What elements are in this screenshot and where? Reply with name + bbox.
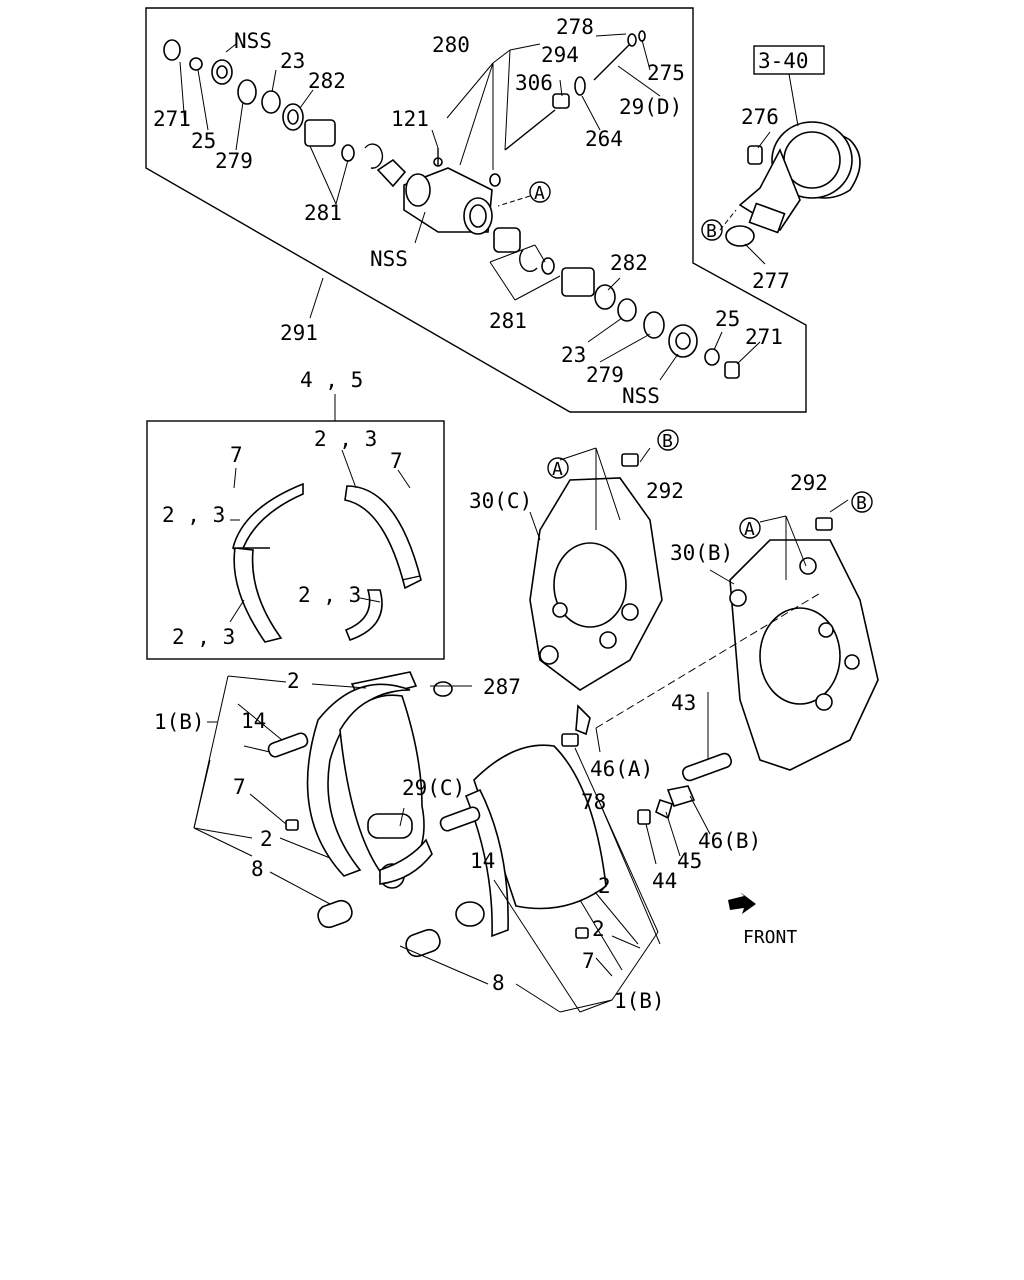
label-25b: 25 [715, 307, 740, 331]
label-277: 277 [752, 269, 790, 293]
label-a2: A [552, 459, 563, 480]
label-14a: 14 [241, 709, 266, 733]
label-278: 278 [556, 15, 594, 39]
label-b3: B [856, 493, 867, 514]
brake-shoe-right [455, 744, 607, 938]
label-292b: 292 [790, 471, 828, 495]
label-4-5: 4 , 5 [300, 368, 363, 392]
callout-circle-a3 [739, 517, 761, 539]
pins-and-bushings [267, 681, 589, 958]
label-279b: 279 [586, 363, 624, 387]
label-281b: 281 [489, 309, 527, 333]
label-46b: 46(B) [698, 829, 761, 853]
wheel-cylinder-assembly-frame [145, 7, 807, 413]
label-45: 45 [677, 849, 702, 873]
small-bolts [561, 453, 833, 825]
label-2b: 2 [260, 827, 273, 851]
label-275: 275 [647, 61, 685, 85]
label-b2: B [662, 431, 673, 452]
label-281a: 281 [304, 201, 342, 225]
wheel-cylinder-body [403, 30, 646, 235]
callout-labels: 3-40 FRONT 271 25 NSS 23 279 282 281 121… [153, 15, 867, 1013]
callout-circle-b2 [657, 429, 679, 451]
backing-plate-30c [529, 477, 663, 691]
label-271b: 271 [745, 325, 783, 349]
label-2c: 2 [598, 874, 611, 898]
label-2d: 2 [592, 917, 605, 941]
label-121: 121 [391, 107, 429, 131]
brake-shoe-left [306, 671, 433, 889]
label-29c: 29(C) [402, 776, 465, 800]
callout-circle-b3 [851, 491, 873, 513]
label-nss-a: NSS [234, 29, 272, 53]
label-23a: 23 [280, 49, 305, 73]
label-46a: 46(A) [590, 757, 653, 781]
label-2-3-b: 2 , 3 [162, 503, 225, 527]
label-23b: 23 [561, 343, 586, 367]
label-43: 43 [671, 691, 696, 715]
lining-kit-frame [146, 420, 445, 660]
label-264: 264 [585, 127, 623, 151]
label-30b: 30(B) [670, 541, 733, 565]
label-282b: 282 [610, 251, 648, 275]
label-1b-b: 1(B) [614, 989, 665, 1013]
label-276: 276 [741, 105, 779, 129]
callout-circle-b1 [701, 219, 723, 241]
brake-linings [232, 482, 422, 643]
label-7b: 7 [390, 449, 403, 473]
label-279a: 279 [215, 149, 253, 173]
callout-circle-a2 [547, 457, 569, 479]
label-2-3-d: 2 , 3 [172, 625, 235, 649]
label-a1: A [534, 183, 545, 204]
label-271a: 271 [153, 107, 191, 131]
label-280: 280 [432, 33, 470, 57]
label-2-3-a: 2 , 3 [314, 427, 377, 451]
front-label: FRONT [743, 927, 797, 948]
leader-lines-bottom [193, 675, 711, 1013]
label-14b: 14 [470, 849, 495, 873]
backing-plate-30b [729, 539, 879, 771]
label-a3: A [744, 519, 755, 540]
label-nss-c: NSS [622, 384, 660, 408]
label-282a: 282 [308, 69, 346, 93]
ref-box-label: 3-40 [758, 49, 809, 73]
front-arrow-icon [728, 892, 756, 914]
brake-chamber-part [725, 121, 861, 247]
label-1b-a: 1(B) [154, 710, 205, 734]
label-nss-b: NSS [370, 247, 408, 271]
label-292a: 292 [646, 479, 684, 503]
wheel-cylinder-lower-parts [493, 227, 740, 379]
callout-circle-a1 [529, 181, 551, 203]
label-30c: 30(C) [469, 489, 532, 513]
label-294: 294 [541, 43, 579, 67]
label-8b: 8 [492, 971, 505, 995]
label-7d: 7 [582, 949, 595, 973]
label-78: 78 [581, 790, 606, 814]
leader-lines-top [179, 33, 761, 381]
label-b1: B [706, 221, 717, 242]
label-291: 291 [280, 321, 318, 345]
label-25a: 25 [191, 129, 216, 153]
label-7a: 7 [230, 443, 243, 467]
label-2-3-c: 2 , 3 [298, 583, 361, 607]
label-7c: 7 [233, 775, 246, 799]
label-44: 44 [652, 869, 677, 893]
label-29d: 29(D) [619, 95, 682, 119]
label-2a: 2 [287, 669, 300, 693]
label-8a: 8 [251, 857, 264, 881]
label-287: 287 [483, 675, 521, 699]
label-306: 306 [515, 71, 553, 95]
wheel-cylinder-upper-parts [163, 39, 407, 188]
